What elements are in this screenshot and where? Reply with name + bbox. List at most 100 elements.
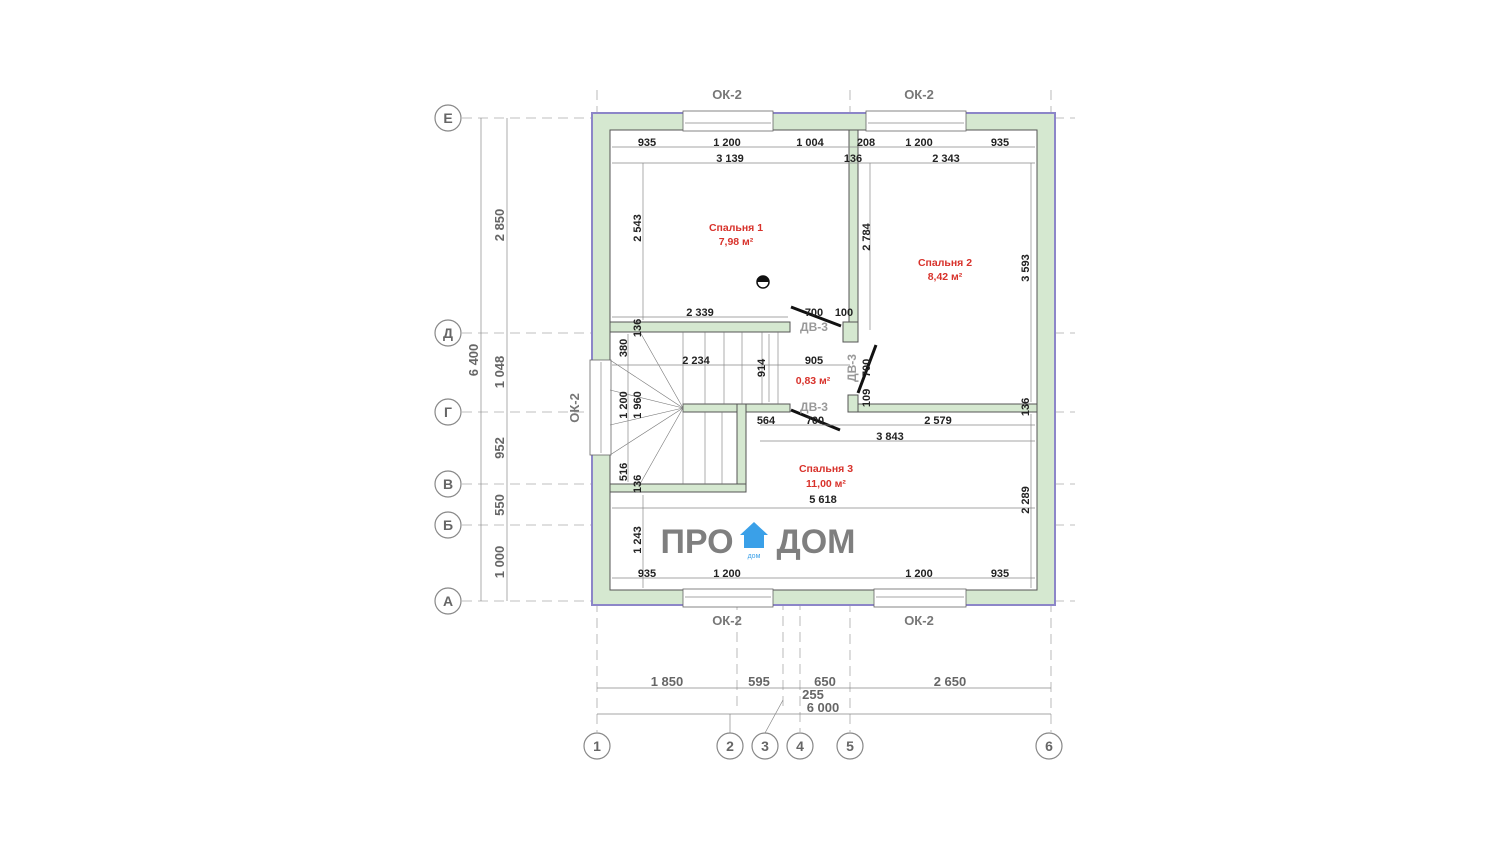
dimension-label: 1 004 [796,137,824,149]
window-label: ОК-2 [567,393,582,423]
dimension-label: 914 [756,358,768,377]
dimension-label: 700 [806,415,824,427]
dimension-label: 1 200 [905,568,933,580]
dimension-label: 100 [835,307,853,319]
watermark-sub: дом [748,553,761,560]
dimension-label: 935 [638,137,656,149]
axis-label: Г [444,404,452,420]
room-bedroom-2: Спальня 2 8,42 м² [918,257,972,283]
left-dimensions: 2 850 1 048 952 550 1 000 6 400 [466,209,507,579]
dimension-label: 905 [805,355,823,367]
door-label: ДВ-3 [800,320,828,334]
axis-label: Е [443,110,452,126]
dimension-label: 1 243 [632,526,644,554]
dimension-label: 1 200 [618,391,630,419]
house-icon [740,522,768,548]
room-hall: 0,83 м² [796,375,831,387]
dimension-label: 700 [861,359,873,377]
dimension-label: 595 [748,674,770,689]
dimension-label: 935 [991,137,1009,149]
dimension-label: 2 339 [686,307,714,319]
bottom-inner-dimensions: 935 1 200 1 200 935 [638,568,1009,580]
window-label: ОК-2 [904,87,934,102]
room-bedroom-1: Спальня 1 7,98 м² [709,222,763,248]
watermark-left: ПРО [660,523,733,561]
axis-label: 4 [796,738,804,754]
room-area: 0,83 м² [796,375,831,387]
bottom-dimensions: 1 850 595 650 2 650 255 6 000 [651,674,967,715]
door-label: ДВ-3 [845,354,859,382]
horizontal-dimensions: 2 339 700 100 2 234 905 564 700 2 579 3 … [682,307,952,506]
watermark-right: ДОМ [777,523,856,561]
inner-dimension-lines [612,146,1035,588]
axis-label: 2 [726,738,734,754]
room-area: 11,00 м² [806,478,846,490]
dimension-label: 380 [618,339,630,357]
dimension-label: 136 [1020,398,1032,416]
axis-label: 5 [846,738,854,754]
dimension-label: 550 [492,494,507,516]
room-area: 7,98 м² [719,236,754,248]
dimension-label: 1 000 [492,546,507,579]
axis-letters: Е Д Г В Б А [434,104,462,615]
dimension-label: 136 [844,153,862,165]
axis-label: А [443,593,453,609]
dimension-label: 2 650 [934,674,967,689]
door-labels: ДВ-3 ДВ-3 ДВ-3 [800,320,859,414]
window-label: ОК-2 [904,613,934,628]
room-area: 8,42 м² [928,271,963,283]
dimension-label: 3 139 [716,153,744,165]
dimension-label: 1 850 [651,674,684,689]
room-name: Спальня 1 [709,222,763,234]
axis-label: 3 [761,738,769,754]
dimension-label: 700 [805,307,823,319]
dimension-label: 6 000 [807,700,840,715]
dimension-label: 3 843 [876,431,904,443]
prodom-logo: ПРО дом ДОМ [660,522,856,561]
window-label: ОК-2 [712,613,742,628]
dimension-label: 1 200 [713,568,741,580]
dimension-label: 2 234 [682,355,710,367]
dimension-label: 2 343 [932,153,960,165]
interior-walls [609,129,1038,493]
outer-walls [591,112,1056,606]
dimension-label: 952 [492,437,507,459]
dimension-label: 2 784 [861,222,873,250]
staircase [609,331,779,485]
axis-label: Б [443,517,453,533]
dimension-label: 6 400 [466,344,481,377]
axis-numbers: 1 2 3 4 5 6 [583,732,1063,760]
dimension-label: 5 618 [809,494,837,506]
axis-label: 1 [593,738,601,754]
dimension-label: 564 [757,415,776,427]
dimension-label: 1 960 [632,391,644,419]
dimension-label: 136 [632,319,644,337]
dimension-label: 1 200 [713,137,741,149]
top-dimensions: 935 1 200 1 004 208 1 200 935 3 139 136 … [638,137,1009,165]
door-label: ДВ-3 [800,400,828,414]
dimension-label: 208 [857,137,875,149]
room-bedroom-3: Спальня 3 11,00 м² [799,463,853,490]
dimension-label: 3 593 [1020,254,1032,282]
window-label: ОК-2 [712,87,742,102]
dimension-label: 516 [618,463,630,481]
dimension-label: 2 289 [1020,486,1032,514]
dimension-label: 2 543 [632,214,644,242]
dimension-label: 2 850 [492,209,507,242]
dimension-label: 935 [991,568,1009,580]
dimension-label: 136 [632,475,644,493]
dimension-label: 935 [638,568,656,580]
windows [589,110,967,608]
axis-label: В [443,476,453,492]
room-name: Спальня 3 [799,463,853,475]
dimension-label: 109 [861,389,873,407]
dimension-label: 1 048 [492,356,507,389]
room-name: Спальня 2 [918,257,972,269]
dimension-label: 1 200 [905,137,933,149]
vertical-dimensions: 2 543 2 784 3 593 136 380 914 1 200 1 96… [618,214,1032,554]
dimension-label: 255 [802,687,824,702]
dimension-label: 2 579 [924,415,952,427]
doors [756,275,878,432]
dimension-label: 650 [814,674,836,689]
